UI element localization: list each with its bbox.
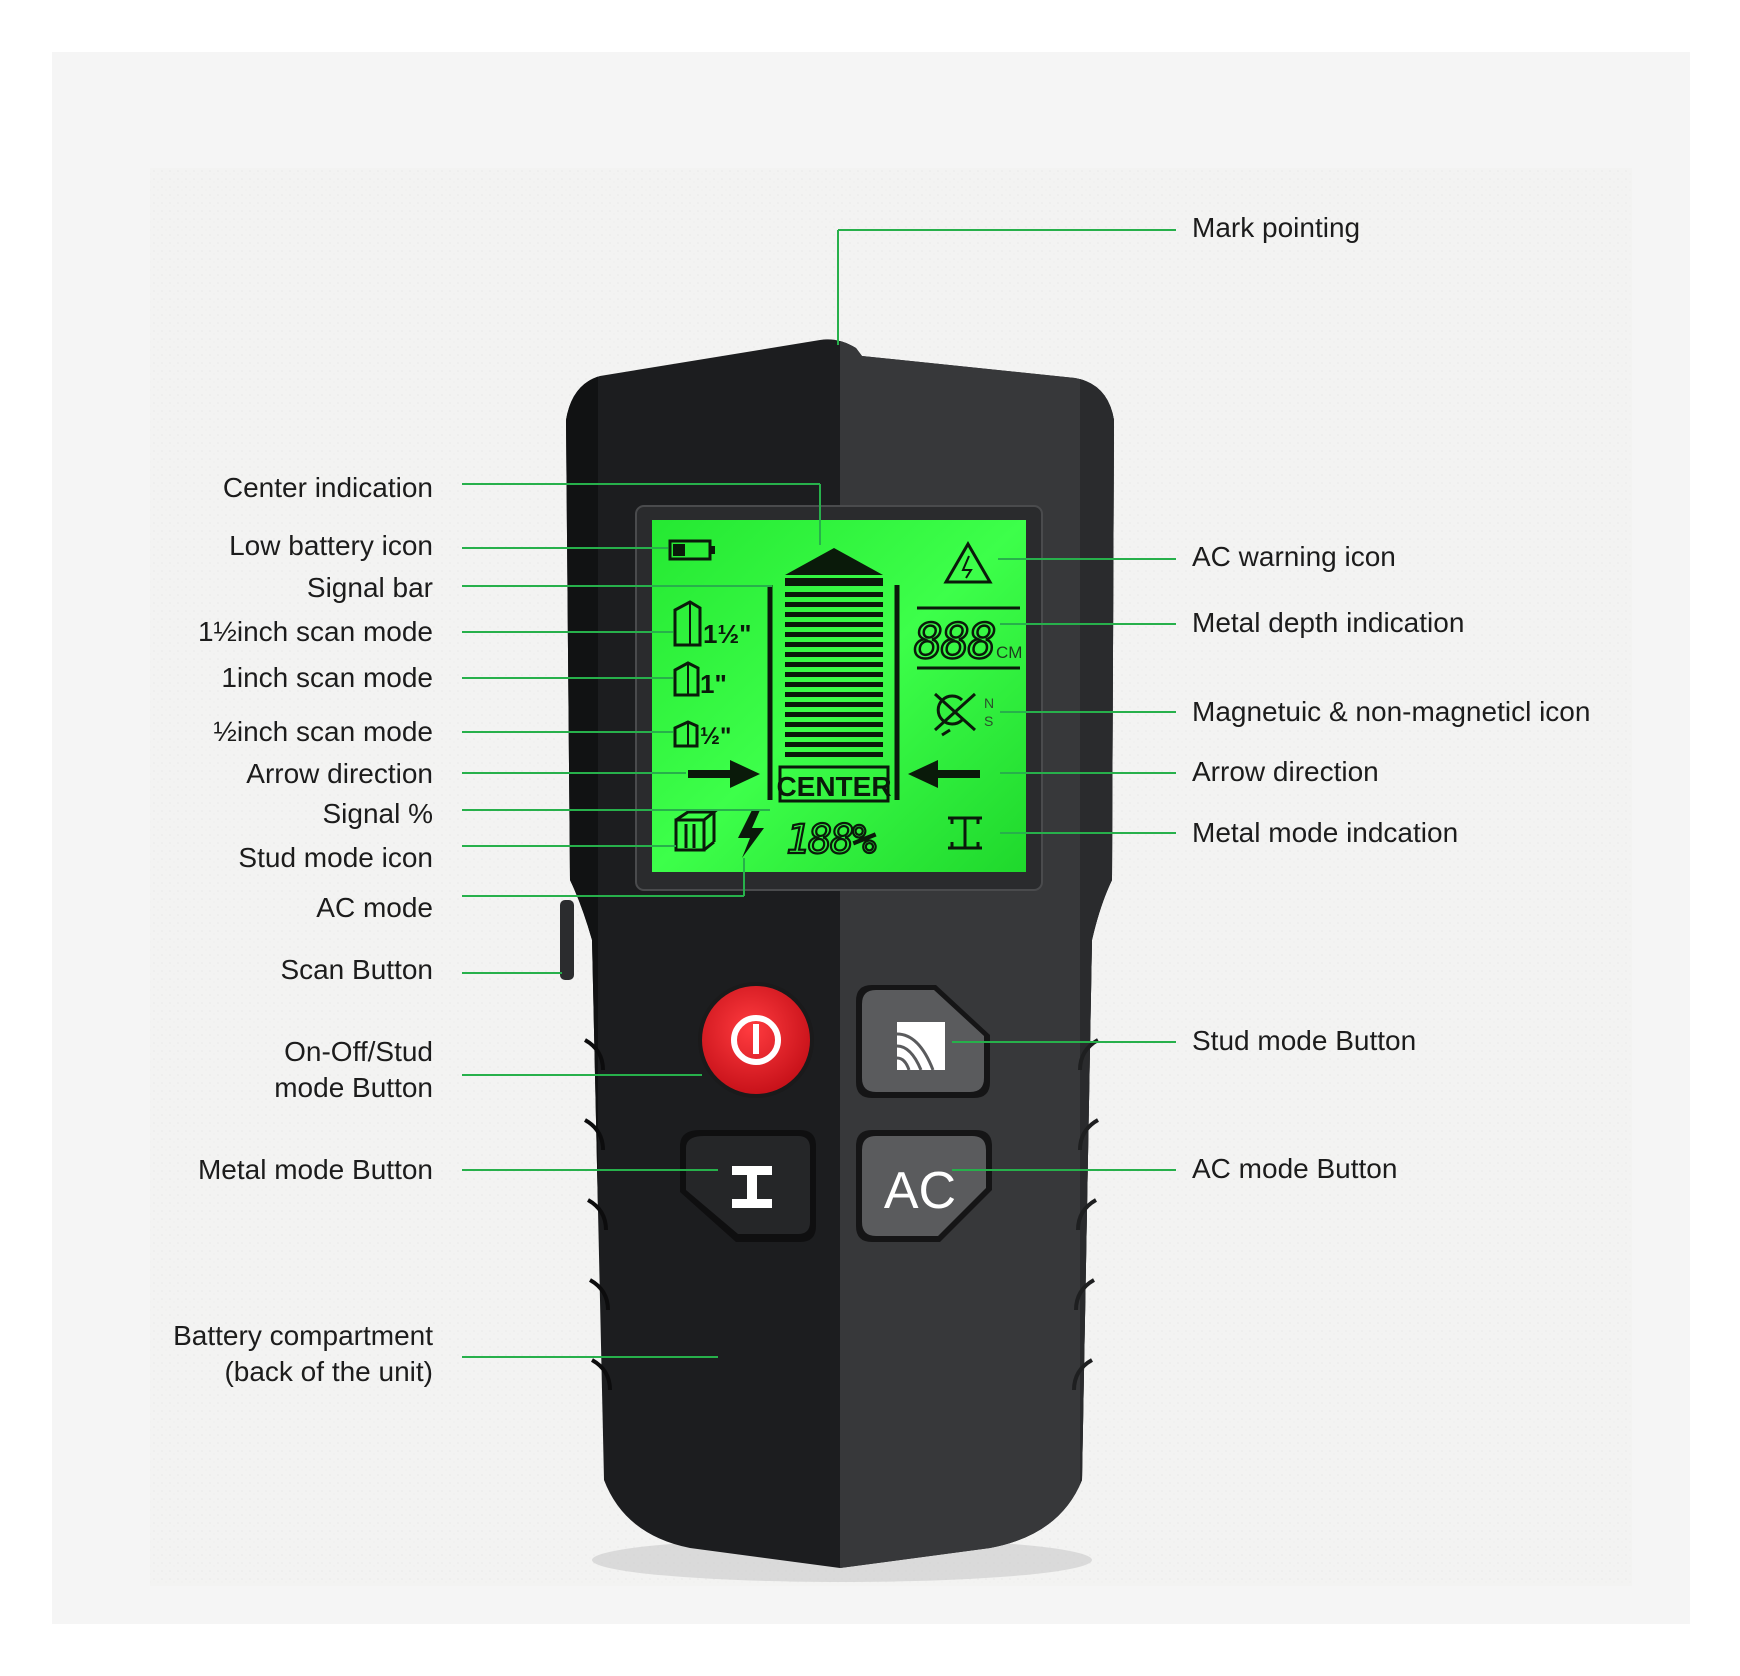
signal-bar-segment <box>785 642 883 647</box>
metal-mode-button[interactable] <box>680 1130 816 1242</box>
battery-compartment-label: Battery compartment (back of the unit) <box>173 1320 433 1387</box>
arrow-direction-right-label: Arrow direction <box>1192 756 1379 787</box>
signal-bar-segment <box>785 742 883 747</box>
signal-bar-segment <box>785 712 883 717</box>
lcd-center-text: CENTER <box>776 771 891 802</box>
lcd-signal-value: 188% <box>786 817 876 863</box>
on-off-stud-mode-button[interactable] <box>698 982 814 1098</box>
signal-bar-segment <box>785 652 883 657</box>
scan-button-label: Scan Button <box>280 954 433 985</box>
signal-bar-segment <box>785 722 883 727</box>
signal-bar-segment <box>785 662 883 667</box>
ac-mode-button[interactable]: AC <box>856 1130 992 1242</box>
lcd-magnet-n: N <box>984 695 994 711</box>
one-half-inch-mode-icon <box>673 600 702 647</box>
left-grip-ridges <box>583 1038 612 1391</box>
signal-bar-segment <box>785 602 883 607</box>
signal-bar-segment <box>785 612 883 617</box>
metal-mode-button-label: Metal mode Button <box>197 1154 433 1185</box>
signal-bar-segment <box>785 672 883 677</box>
lcd-depth-unit: CM <box>996 643 1022 662</box>
leader-lines <box>462 229 1176 1358</box>
signal-bar-segment <box>785 692 883 697</box>
ac-warning-icon-label: AC warning icon <box>1192 541 1396 572</box>
on-off-stud-mode-button-label: On-Off/Stud mode Button <box>274 1036 433 1103</box>
half-inch-scan-mode-label: ½inch scan mode <box>213 716 433 747</box>
signal-bar-segment <box>785 682 883 687</box>
magnetic-non-magnetic-icon-label: Magnetuic & non-magneticl icon <box>1192 696 1591 727</box>
one-half-inch-scan-mode-label: 1½inch scan mode <box>197 616 433 647</box>
signal-bar-segment <box>785 752 883 757</box>
low-battery-icon <box>668 539 715 561</box>
power-icon <box>731 1015 781 1065</box>
signal-bar <box>767 548 900 800</box>
ac-mode-button-label: AC mode Button <box>1192 1153 1398 1184</box>
ac-mode-lightning-icon <box>738 810 764 858</box>
signal-bar-label: Signal bar <box>306 572 433 603</box>
signal-bar-segment <box>785 622 883 627</box>
right-grip-ridges <box>1072 1038 1100 1391</box>
half-inch-mode-icon <box>673 720 699 748</box>
metal-beam-icon <box>732 1166 772 1208</box>
low-battery-icon-label: Low battery icon <box>229 530 433 561</box>
signal-bar-segment <box>785 702 883 707</box>
lcd-magnet-s: S <box>984 713 993 729</box>
one-inch-scan-mode-label: 1inch scan mode <box>221 662 433 693</box>
lcd-mode-one-half-inch: 1½" <box>703 619 751 649</box>
stud-mode-button[interactable] <box>856 985 990 1098</box>
stud-mode-button-label: Stud mode Button <box>1192 1025 1417 1056</box>
stud-mode-icon-label: Stud mode icon <box>238 842 433 873</box>
metal-depth-indication-label: Metal depth indication <box>1192 607 1465 638</box>
magnetic-icon <box>933 692 977 737</box>
lcd-segments: 1½" 1" ½" <box>668 539 1022 864</box>
stud-wave-icon <box>896 1022 945 1071</box>
lcd-depth-value: 888 <box>914 614 995 670</box>
signal-bar-segment <box>785 632 883 637</box>
signal-bar-segment <box>785 592 883 597</box>
lcd-mode-one-inch: 1" <box>700 669 727 699</box>
stud-mode-lcd-icon <box>674 810 719 852</box>
metal-mode-lcd-icon <box>948 816 982 850</box>
center-indication-label: Center indication <box>222 472 433 503</box>
center-indicator: CENTER <box>776 765 892 803</box>
left-pointing-arrow-icon <box>908 760 980 788</box>
right-pointing-arrow-icon <box>688 760 760 788</box>
signal-bar-segment <box>785 732 883 737</box>
signal-percent-label: Signal % <box>322 798 433 829</box>
signal-bar-segments <box>785 592 883 757</box>
ac-button-text: AC <box>884 1162 956 1220</box>
metal-mode-indication-label: Metal mode indcation <box>1192 817 1459 848</box>
ac-mode-label: AC mode <box>316 892 433 923</box>
arrow-direction-left-label: Arrow direction <box>246 758 433 789</box>
scan-button[interactable] <box>560 900 574 980</box>
ac-warning-icon <box>943 541 993 584</box>
lcd-mode-half-inch: ½" <box>700 723 731 750</box>
mark-pointing-label: Mark pointing <box>1192 212 1361 243</box>
one-inch-mode-icon <box>673 661 700 697</box>
